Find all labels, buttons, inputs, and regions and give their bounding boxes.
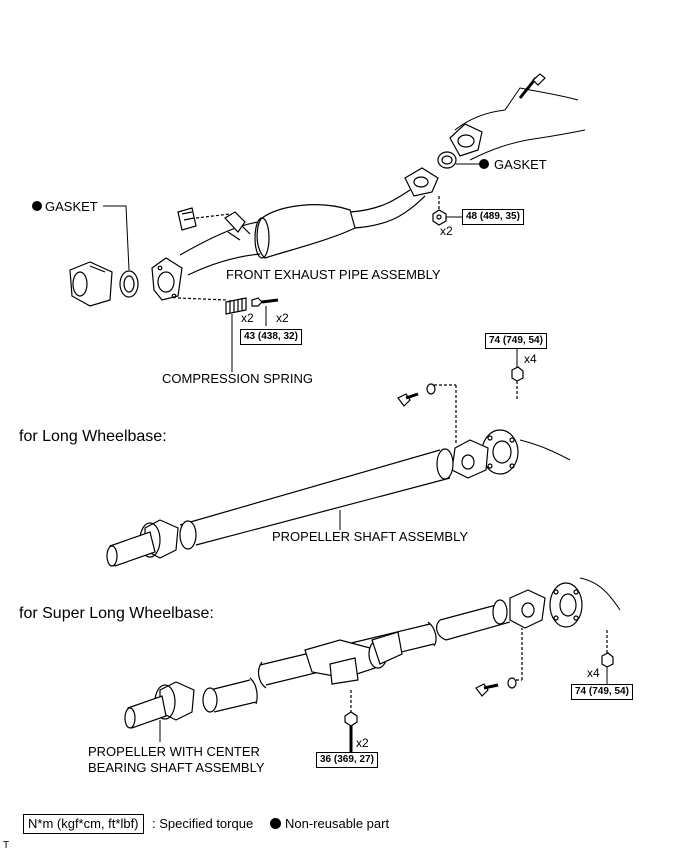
compression-spring-part: [177, 297, 247, 372]
legend-torque-desc: : Specified torque: [152, 816, 254, 831]
legend-nonreusable: Non-reusable part: [270, 816, 389, 831]
legend-torque-unit-box: N*m (kgf*cm, ft*lbf): [23, 814, 144, 834]
nut-48: [432, 196, 462, 226]
oxygen-sensor-part: [177, 207, 231, 231]
torque-74-top-badge: 74 (749, 54): [485, 333, 547, 349]
propeller-center-label-line1: PROPELLER WITH CENTER: [88, 744, 260, 759]
gasket-right-nonreusable-dot: [479, 159, 489, 169]
qty-48: x2: [440, 224, 453, 238]
gasket-left-part: [103, 205, 139, 298]
super-long-bolt-washer: [475, 628, 523, 697]
qty-74-top: x4: [524, 352, 537, 366]
long-nut-74: [511, 345, 524, 400]
qty-spring: x2: [241, 311, 254, 325]
qty-36: x2: [356, 736, 369, 750]
torque-36-badge: 36 (369, 27): [316, 752, 378, 768]
compression-spring-label: COMPRESSION SPRING: [162, 371, 313, 386]
gasket-right-label: GASKET: [494, 157, 547, 172]
flange-bolt-43: [251, 297, 279, 326]
legend-nonreusable-text: Non-reusable part: [285, 816, 390, 831]
gasket-left-nonreusable-dot: [32, 201, 42, 211]
exhaust-bolt-top: [518, 73, 546, 99]
long-bolt-washer: [397, 383, 457, 445]
super-long-propeller-shaft-part: [124, 577, 621, 742]
propeller-shaft-label: PROPELLER SHAFT ASSEMBLY: [272, 529, 469, 544]
gasket-left-label: GASKET: [45, 199, 98, 214]
section-long-wheelbase: for Long Wheelbase:: [19, 428, 167, 445]
nonreusable-dot-icon: [270, 818, 281, 829]
front-exhaust-pipe-label: FRONT EXHAUST PIPE ASSEMBLY: [226, 267, 441, 282]
section-super-long-wheelbase: for Super Long Wheelbase:: [19, 605, 214, 622]
torque-48-badge: 48 (489, 35): [462, 209, 524, 225]
propeller-center-label-line2: BEARING SHAFT ASSEMBLY: [88, 760, 265, 775]
corner-mark: T: [3, 840, 10, 851]
qty-74-bottom: x4: [587, 666, 600, 680]
rear-flange-left: [69, 261, 113, 307]
long-propeller-shaft-part: [106, 429, 571, 567]
qty-bolt-43: x2: [276, 311, 289, 325]
torque-43-badge: 43 (438, 32): [240, 329, 302, 345]
center-bearing-bolt-36: [344, 690, 358, 752]
torque-74-bottom-badge: 74 (749, 54): [571, 684, 633, 700]
exhaust-manifold-flange: [449, 87, 586, 161]
gasket-right-part: [437, 151, 457, 169]
super-long-nut-74: [601, 630, 614, 684]
front-exhaust-pipe-part: [151, 167, 439, 301]
